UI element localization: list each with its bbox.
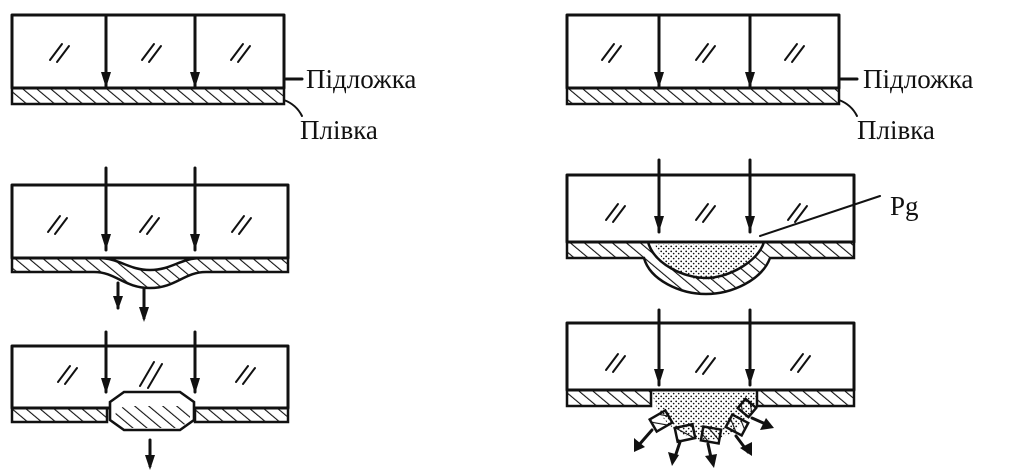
film-leader — [283, 99, 303, 117]
pressure-leader — [759, 195, 881, 237]
substrate-block — [565, 173, 856, 244]
arrow-head — [101, 378, 111, 394]
glass-mark — [605, 353, 811, 375]
panel-left-1: Підложка Плівка — [10, 13, 416, 145]
panel-right-3 — [565, 308, 856, 468]
glass-mark — [47, 215, 252, 235]
substrate-label: Підложка — [863, 64, 973, 94]
arrow-head — [101, 72, 111, 88]
pressure-label: Pg — [890, 191, 919, 221]
film-layer — [10, 256, 290, 290]
panel-left-3 — [10, 330, 290, 470]
film-layer-right — [755, 388, 856, 408]
arrow-head — [654, 72, 664, 88]
arrow-head — [654, 369, 664, 385]
panel-right-1: Підложка Плівка — [565, 13, 973, 145]
glass-mark — [601, 43, 805, 63]
film-layer — [565, 240, 856, 296]
film-layer — [565, 86, 841, 106]
substrate-block — [10, 183, 290, 260]
substrate-block — [565, 321, 856, 392]
arrow-head — [101, 234, 111, 250]
outward-arrows — [113, 281, 149, 322]
glass-mark — [605, 203, 808, 223]
arrow-head — [654, 216, 664, 232]
burst-arrows — [634, 416, 774, 468]
film-layer-left — [10, 406, 109, 424]
film-label: Плівка — [857, 115, 935, 145]
glass-mark — [57, 361, 256, 389]
ejection-arrow-head — [145, 455, 155, 470]
film-fragments — [647, 397, 758, 445]
arrow-head — [745, 72, 755, 88]
panel-right-2: Pg — [565, 158, 919, 296]
glass-mark — [49, 43, 251, 63]
arrow-head — [745, 369, 755, 385]
panel-left-2 — [10, 166, 290, 322]
film-layer-left — [565, 388, 653, 408]
fragment-hatch — [114, 406, 190, 428]
arrow-head — [190, 378, 200, 394]
film-label: Плівка — [300, 115, 378, 145]
arrow-head — [190, 234, 200, 250]
substrate-label: Підложка — [306, 64, 416, 94]
arrow-head — [190, 72, 200, 88]
film-layer-right — [193, 406, 290, 424]
film-leader — [838, 99, 858, 117]
arrow-head — [745, 216, 755, 232]
film-layer — [10, 86, 286, 106]
